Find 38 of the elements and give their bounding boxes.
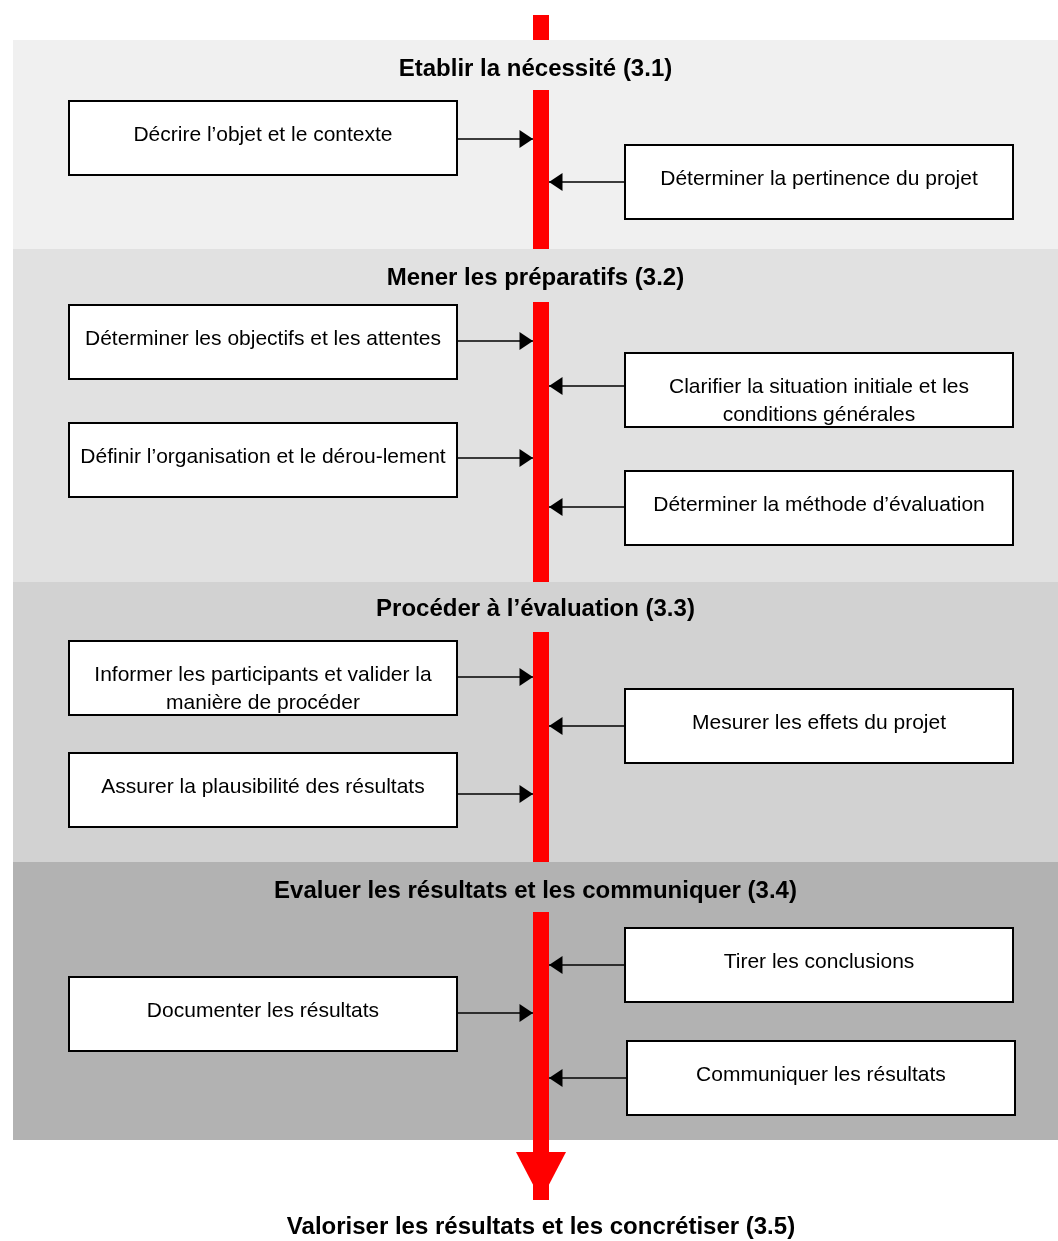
arrow xyxy=(457,1004,534,1022)
arrow xyxy=(548,956,625,974)
timeline-bar xyxy=(533,90,549,249)
arrow xyxy=(457,785,534,803)
process-box: Définir l’organisation et le dérou-lement xyxy=(68,422,458,498)
phase-title: Mener les préparatifs (3.2) xyxy=(385,263,686,291)
process-box: Documenter les résultats xyxy=(68,976,458,1052)
phase-band xyxy=(13,40,1058,249)
arrow xyxy=(548,1069,627,1087)
process-box: Assurer la plausibilité des résultats xyxy=(68,752,458,828)
arrow xyxy=(457,668,534,686)
arrow xyxy=(548,173,625,191)
timeline-bar xyxy=(533,632,549,862)
phase-title: Etablir la nécessité (3.1) xyxy=(397,54,674,82)
phase-title: Evaluer les résultats et les communiquer (3.4) xyxy=(273,876,798,904)
arrow xyxy=(548,717,625,735)
arrow xyxy=(548,377,625,395)
process-box: Déterminer la pertinence du projet xyxy=(624,144,1014,220)
process-box: Mesurer les effets du projet xyxy=(624,688,1014,764)
arrow xyxy=(457,332,534,350)
arrow xyxy=(548,498,625,516)
process-box: Tirer les conclusions xyxy=(624,927,1014,1003)
arrow xyxy=(457,130,534,148)
process-box: Déterminer la méthode d’évaluation xyxy=(624,470,1014,546)
process-box: Déterminer les objectifs et les attentes xyxy=(68,304,458,380)
outcome-text: Valoriser les résultats et les concrétiser (3.5) xyxy=(150,1212,932,1240)
timeline-bar xyxy=(533,302,549,582)
process-box: Décrire l’objet et le contexte xyxy=(68,100,458,176)
process-box: Clarifier la situation initiale et les conditions générales xyxy=(624,352,1014,428)
phase-title: Procéder à l’évaluation (3.3) xyxy=(375,594,696,622)
phase-band xyxy=(13,249,1058,582)
timeline-bar xyxy=(533,912,549,1140)
phase-band xyxy=(13,582,1058,862)
process-box: Communiquer les résultats xyxy=(626,1040,1016,1116)
arrow xyxy=(457,449,534,467)
arrow xyxy=(516,1140,566,1200)
phase-band xyxy=(13,862,1058,1140)
process-box: Informer les participants et valider la manière de procéder xyxy=(68,640,458,716)
